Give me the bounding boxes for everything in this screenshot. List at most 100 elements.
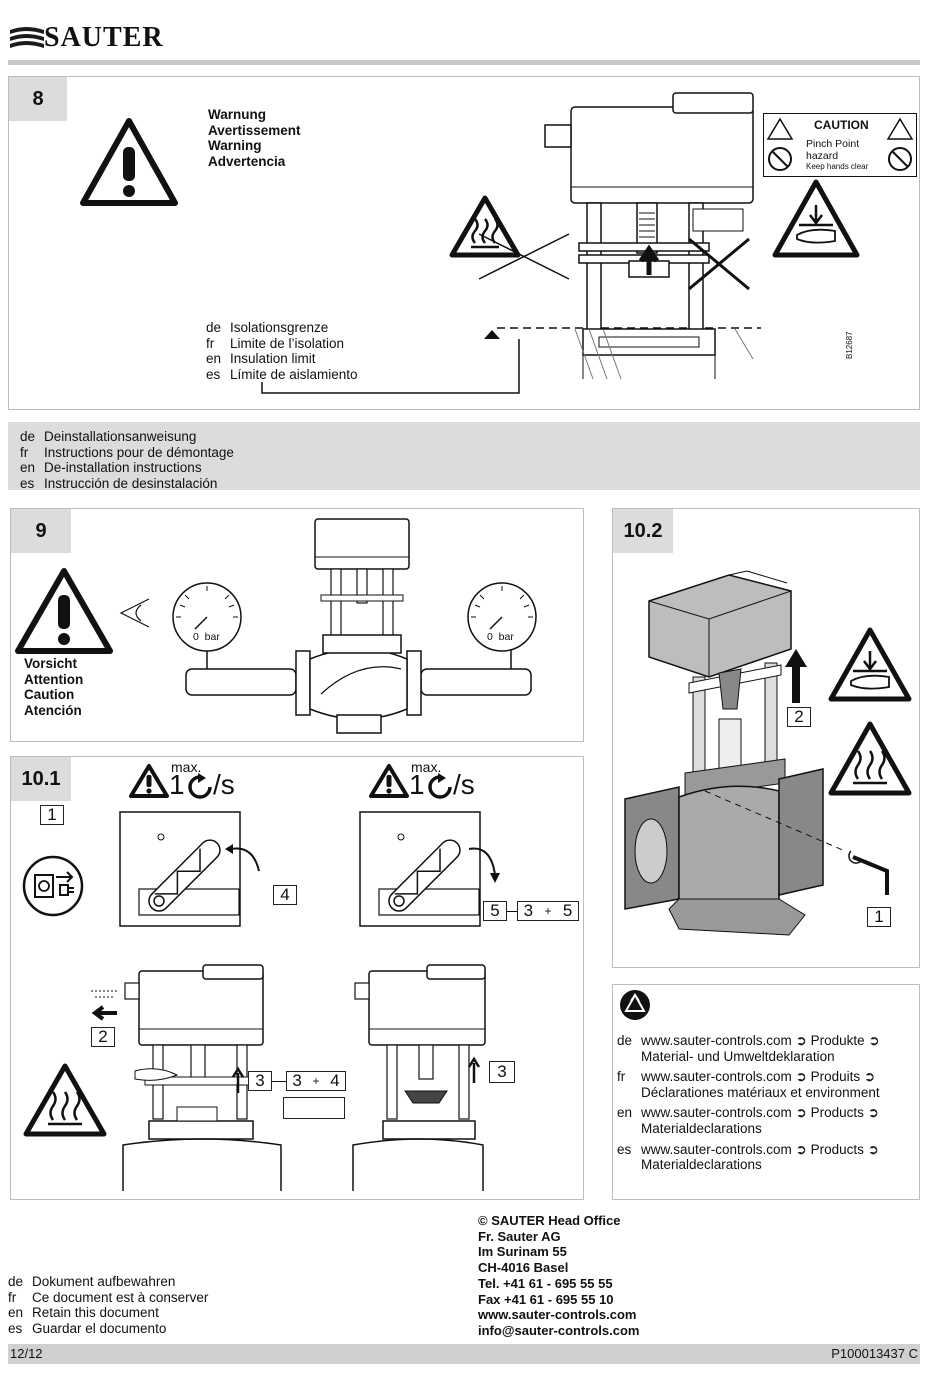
brand-name: SAUTER	[44, 22, 164, 53]
insulation-leader-line	[261, 327, 761, 394]
website-link[interactable]: www.sauter-controls.com	[478, 1307, 637, 1323]
rotate-cw-arrow-icon	[468, 847, 500, 883]
step-box-3-5: 3 + 5	[517, 901, 579, 921]
pressure-gauge-left	[172, 582, 242, 652]
recycle-icon	[620, 990, 650, 1020]
section-number: 10.1	[11, 757, 71, 801]
sauter-logo-icon	[10, 27, 44, 48]
pinch-hazard-icon	[828, 627, 912, 702]
disconnect-power-icon	[22, 855, 84, 917]
hot-surface-icon	[23, 1063, 107, 1137]
hex-key-icon	[848, 850, 889, 895]
section-number: 9	[11, 509, 71, 553]
manual-lever-drawing-left	[119, 811, 241, 927]
page-number: 12/12	[10, 1346, 43, 1361]
step-box-3a: 3	[248, 1071, 272, 1091]
caution-lines: Vorsicht Attention Caution Atención	[24, 656, 84, 718]
step-box-3b: 3	[489, 1061, 515, 1083]
figure-code: B12687	[845, 331, 854, 359]
warning-lines: Warnung Avertissement Warning Advertenci…	[208, 107, 301, 169]
hot-hand-icon	[886, 117, 914, 171]
footer-bar: 12/12 P100013437 C	[8, 1344, 920, 1364]
rotation-icon	[188, 773, 212, 799]
rotation-icon	[428, 773, 452, 799]
section-9-panel: 9 Vorsicht Attention Caution Atención	[10, 508, 584, 742]
valve-3d-drawing	[624, 570, 846, 936]
up-arrow-icon	[231, 1066, 245, 1093]
step-connector	[272, 1081, 286, 1082]
pipeline-valve-drawing	[185, 518, 532, 734]
speed-right: 1	[409, 769, 425, 800]
warning-small-icon	[129, 764, 169, 798]
max-label-left: max.	[171, 759, 202, 775]
step-connector	[507, 911, 517, 912]
step-box-2: 2	[91, 1027, 115, 1047]
step-box-1: 1	[867, 907, 891, 927]
step-box-5: 5	[483, 901, 507, 921]
section-10-1-panel: 10.1 max. 1 /s max. 1 /s 1	[10, 756, 584, 1200]
unit-right: /s	[453, 769, 475, 800]
step-box-1: 1	[40, 805, 64, 825]
actuator-drawing-left	[122, 964, 282, 1191]
max-label-right: max.	[411, 759, 442, 775]
unit-left: /s	[213, 769, 235, 800]
caution-line2: hazard	[806, 150, 839, 162]
hot-surface-icon	[449, 195, 521, 258]
warning-triangle-icon	[15, 568, 113, 654]
header-rule	[8, 60, 920, 65]
pinch-hazard-icon	[772, 179, 860, 258]
document-id: P100013437 C	[831, 1346, 918, 1361]
step-box-3-4: 3 + 4	[286, 1071, 346, 1091]
section-number: 10.2	[613, 509, 673, 553]
hand-pinch-icon	[766, 117, 794, 171]
speed-left: 1	[169, 769, 185, 800]
rotate-ccw-arrow-icon	[225, 844, 260, 872]
warning-small-icon	[369, 764, 409, 798]
pull-arrow-icon	[91, 990, 117, 1021]
section-8-panel: 8 Warnung Avertissement Warning Adverten…	[8, 76, 920, 410]
step-box-2: 2	[787, 707, 811, 727]
step-box-4: 4	[273, 885, 297, 905]
caution-title: CAUTION	[814, 118, 869, 132]
section-10-2-panel: 10.2 2 1	[612, 508, 920, 968]
gauge-left-label: 0 bar	[193, 631, 220, 643]
head-office-address: © SAUTER Head Office Fr. Sauter AG Im Su…	[478, 1213, 640, 1338]
gauge-right-label: 0 bar	[487, 631, 514, 643]
manual-lever-drawing-right	[359, 811, 481, 927]
caution-label: CAUTION Pinch Point hazard Keep hands cl…	[763, 113, 917, 177]
insulation-block	[574, 328, 754, 380]
pressure-gauge-right	[467, 582, 537, 652]
section-number: 8	[9, 77, 67, 121]
email-link[interactable]: info@sauter-controls.com	[478, 1322, 640, 1338]
caution-line3: Keep hands clear	[806, 162, 869, 171]
actuator-drawing-right	[352, 964, 486, 1191]
hot-surface-icon	[828, 721, 912, 796]
warning-triangle-icon	[80, 118, 178, 206]
up-arrow-icon	[785, 649, 807, 703]
up-arrow-icon	[467, 1056, 481, 1083]
eye-icon	[119, 598, 150, 628]
caution-line1: Pinch Point	[806, 138, 860, 150]
